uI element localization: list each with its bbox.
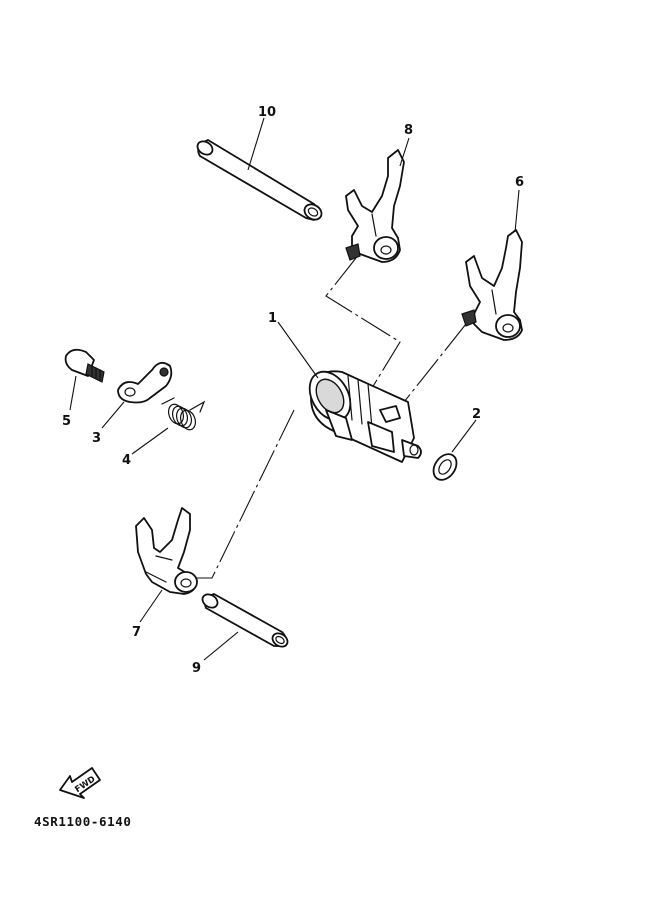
label-part-5: 5 [62, 414, 71, 429]
label-part-10: 10 [258, 105, 276, 120]
assembly-line-fork-8 [325, 257, 401, 389]
label-part-9: 9 [192, 661, 201, 676]
part-2-washer [432, 453, 458, 481]
part-3-stopper-lever [117, 361, 173, 404]
leader-2 [451, 419, 477, 453]
leader-10 [247, 117, 265, 171]
assembly-line-fork-7 [196, 409, 295, 579]
leader-5 [69, 375, 77, 411]
part-5-bolt [64, 348, 105, 383]
leader-8 [399, 137, 410, 167]
leader-4 [131, 427, 169, 455]
part-10-shift-rod-long [196, 139, 323, 221]
label-part-3: 3 [92, 431, 101, 446]
assembly-line-fork-6 [403, 323, 467, 403]
part-1-shift-drum [308, 370, 422, 463]
label-part-8: 8 [404, 123, 413, 138]
part-4-torsion-spring [161, 397, 206, 431]
label-part-2: 2 [472, 407, 481, 422]
leader-9 [203, 631, 239, 661]
part-9-shift-rod-short [201, 593, 289, 648]
part-7-shift-fork [135, 507, 198, 595]
leader-3 [101, 401, 125, 429]
part-6-shift-fork [461, 229, 523, 341]
fwd-direction-arrow: FWD [59, 767, 101, 799]
leader-1 [277, 321, 319, 379]
part-8-shift-fork [345, 149, 405, 263]
label-part-6: 6 [515, 175, 524, 190]
label-part-4: 4 [122, 453, 131, 468]
label-part-1: 1 [268, 311, 277, 326]
diagram-code: 4SR1100-6140 [34, 814, 132, 829]
label-part-7: 7 [132, 625, 141, 640]
leader-7 [139, 589, 163, 623]
leader-6 [514, 189, 520, 233]
